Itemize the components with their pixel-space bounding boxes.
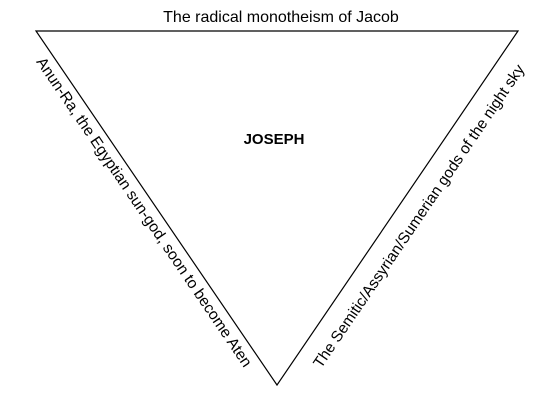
inverted-triangle — [34, 30, 520, 387]
left-side-label: Anun-Ra, the Egyptian sun-god, soon to b… — [33, 54, 255, 370]
top-label: The radical monotheism of Jacob — [163, 9, 399, 26]
center-label: JOSEPH — [244, 131, 305, 148]
right-side-label: The Semitic/Assyrian/Sumerian gods of th… — [310, 62, 528, 372]
